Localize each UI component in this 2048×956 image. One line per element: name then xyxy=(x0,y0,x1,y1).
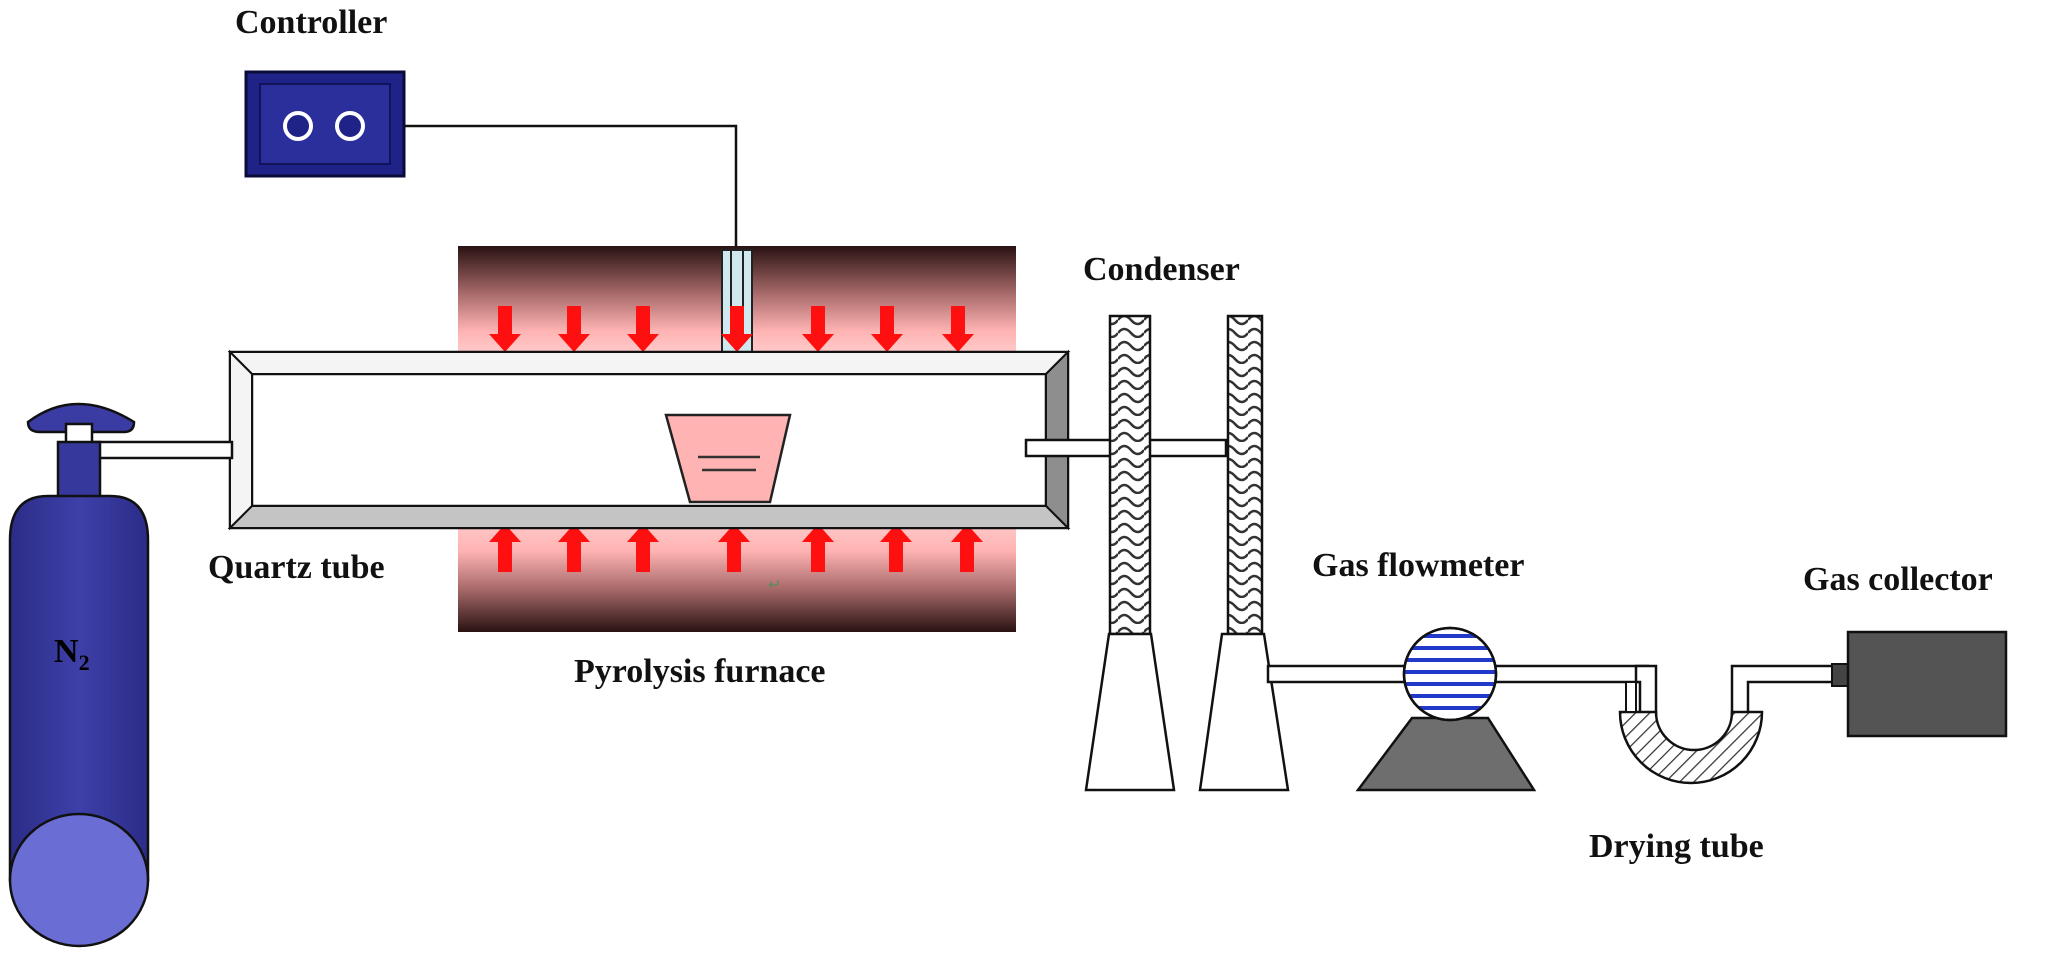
controller-knob-right xyxy=(335,111,365,141)
condenser-coil-left xyxy=(1108,314,1152,636)
gas-collector-label: Gas collector xyxy=(1803,561,1993,598)
crucible-icon xyxy=(664,413,792,504)
heat-arrow-down-icon xyxy=(942,306,974,352)
gas-flowmeter-label: Gas flowmeter xyxy=(1312,547,1524,584)
heat-arrow-up-icon xyxy=(880,524,912,572)
gas-collector-icon xyxy=(1831,630,2008,738)
controller xyxy=(244,70,406,178)
flowmeter-stand xyxy=(1355,716,1537,792)
condenser-flask-left xyxy=(1084,632,1176,792)
heat-arrow-up-icon xyxy=(802,524,834,572)
heat-arrow-down-icon xyxy=(721,306,753,352)
condenser-flask-right xyxy=(1198,632,1290,792)
heat-arrow-down-icon xyxy=(489,306,521,352)
heat-arrow-up-icon xyxy=(558,524,590,572)
collector-body xyxy=(1846,630,2008,738)
condenser-coil-right xyxy=(1226,314,1264,636)
cylinder-label-main: N xyxy=(54,633,79,670)
heat-arrow-up-icon xyxy=(627,524,659,572)
controller-wire xyxy=(404,124,738,250)
heat-arrow-down-icon xyxy=(802,306,834,352)
collector-nozzle xyxy=(1831,663,1849,687)
pyrolysis-furnace-label: Pyrolysis furnace xyxy=(574,653,826,690)
cylinder-label: N2 xyxy=(54,633,90,675)
heat-arrows-top xyxy=(489,306,974,352)
quartz-tube-label: Quartz tube xyxy=(208,549,385,586)
heat-arrow-up-icon xyxy=(489,524,521,572)
heat-arrow-down-icon xyxy=(558,306,590,352)
controller-knob-left xyxy=(283,111,313,141)
return-glyph: ↵ xyxy=(768,575,781,594)
inlet-pipe xyxy=(92,440,234,460)
cylinder-label-subscript: 2 xyxy=(79,650,90,675)
controller-label: Controller xyxy=(235,4,387,41)
heat-arrow-down-icon xyxy=(627,306,659,352)
drying-tube-label: Drying tube xyxy=(1589,828,1764,865)
gas-cylinder-icon xyxy=(8,402,150,948)
heat-arrow-up-icon xyxy=(951,524,983,572)
flowmeter-icon xyxy=(1355,626,1537,792)
u-tube-icon xyxy=(1618,664,1838,785)
heat-arrow-up-icon xyxy=(718,524,750,572)
heat-arrows-bottom xyxy=(489,524,983,572)
quartz-tube xyxy=(227,349,1071,531)
condenser-label: Condenser xyxy=(1083,251,1240,288)
heat-arrow-down-icon xyxy=(871,306,903,352)
condenser-icon xyxy=(1084,314,1290,792)
